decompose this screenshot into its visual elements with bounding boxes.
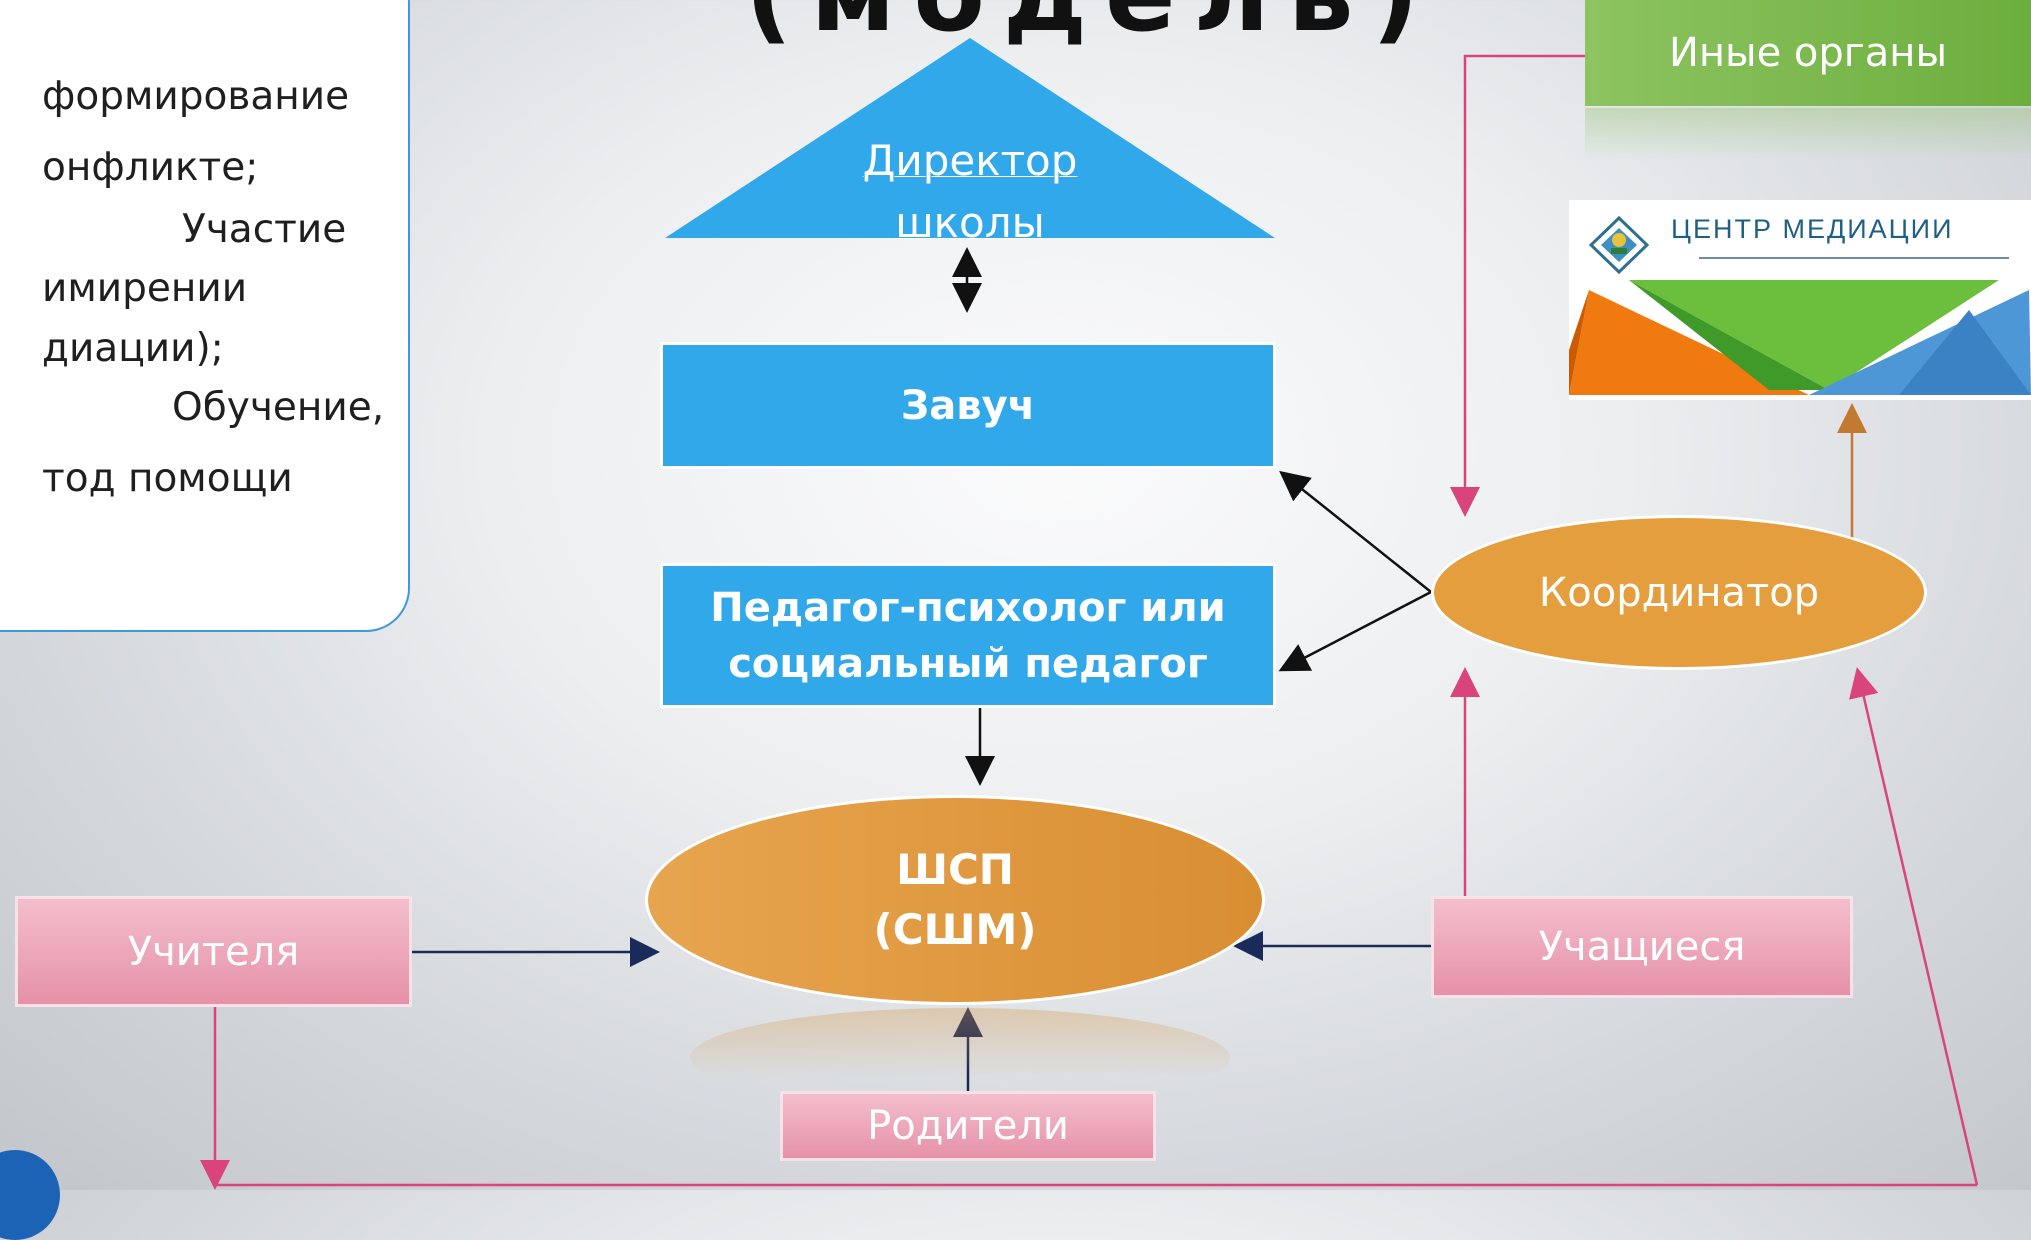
page-title-fragment: (модель)	[745, 0, 1437, 46]
info-line-2: онфликте;	[42, 145, 259, 190]
director-triangle	[665, 38, 1275, 238]
zavuch-box: Завуч	[660, 342, 1276, 469]
info-line-1: формирование	[42, 74, 350, 119]
connector-layer	[200, 54, 1979, 1190]
mediation-center-title: ЦЕНТР МЕДИАЦИИ	[1671, 214, 1954, 244]
info-card: формирование онфликте; Участие в имирени…	[0, 0, 410, 632]
arrow-coordinator-pedagog	[1278, 590, 1432, 672]
arrow-coordinator-zavuch	[1279, 470, 1432, 593]
pedagog-box: Педагог-психолог или социальный педагог	[660, 563, 1276, 708]
director-label: Директор школы	[862, 136, 1078, 247]
teachers-box: Учителя	[15, 896, 412, 1007]
info-line-3-word: Участие в	[182, 207, 347, 252]
arrow-other-bodies-coordinator	[1450, 54, 1585, 517]
other-bodies-box: Иные органы	[1585, 0, 2031, 106]
info-line-4: имирении	[42, 266, 248, 311]
mediation-emblem-icon	[1588, 215, 1650, 275]
shsp-ellipse: ШСП (СШМ)	[645, 795, 1265, 1005]
mediation-center-logo: ЦЕНТР МЕДИАЦИИ	[1569, 200, 2031, 400]
info-line-6: Обучение,	[172, 385, 385, 430]
info-line-7: тод помощи	[42, 456, 293, 501]
mediation-logo-graphic	[1569, 215, 2031, 395]
coordinator-ellipse: Координатор	[1431, 515, 1927, 670]
other-bodies-reflection	[1585, 108, 2031, 160]
parents-box: Родители	[780, 1091, 1156, 1161]
info-line-3: Участие в	[42, 207, 346, 342]
students-box: Учащиеся	[1431, 896, 1853, 998]
arrow-loop-coordinator	[1849, 667, 1979, 1186]
info-line-5: диации);	[42, 326, 224, 371]
